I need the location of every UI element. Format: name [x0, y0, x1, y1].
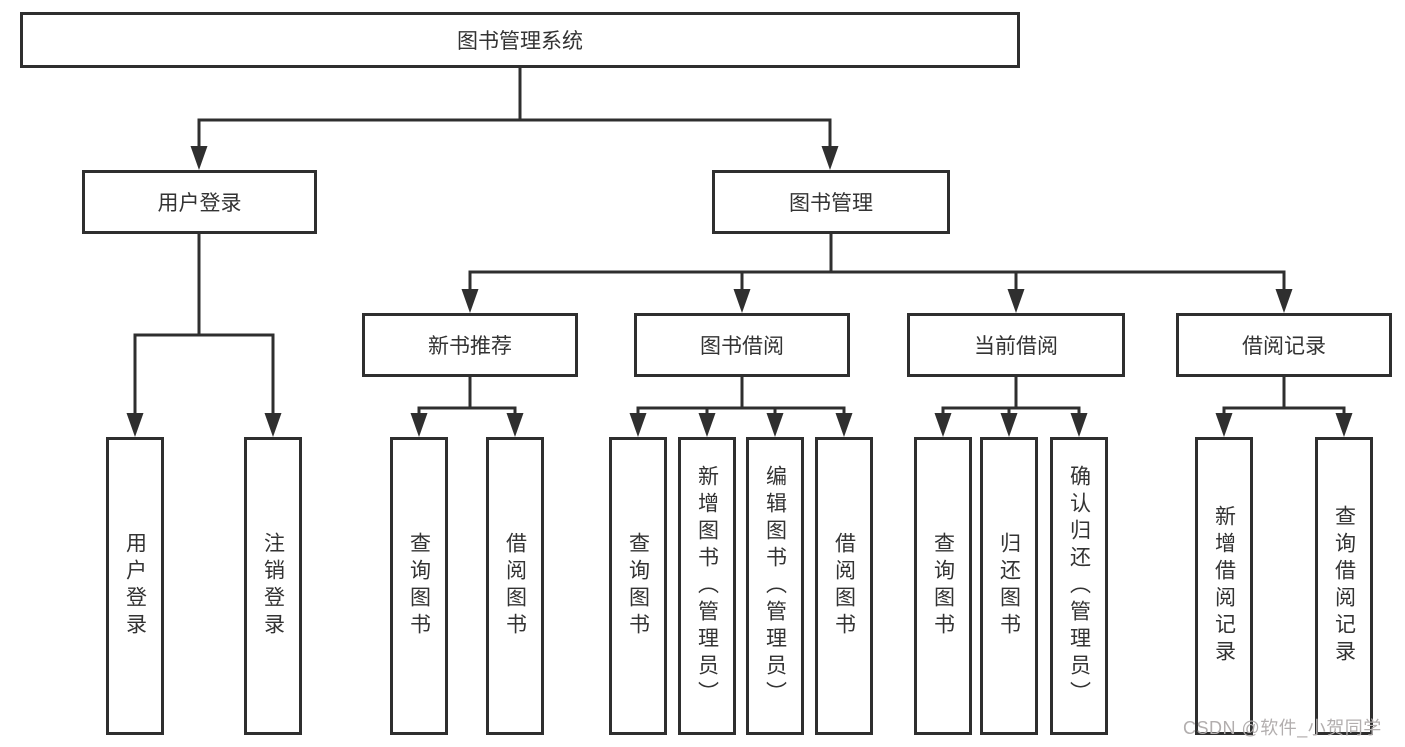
leaf-label: 借阅图书: [832, 532, 856, 640]
leaf-user-login: 用户登录: [106, 437, 164, 735]
node-label: 借阅记录: [1242, 335, 1326, 358]
leaf-query-books-current: 查询图书: [914, 437, 972, 735]
watermark: CSDN @软件_小贺同学: [1183, 718, 1382, 738]
leaf-borrow-books: 借阅图书: [815, 437, 873, 735]
node-current-borrow: 当前借阅: [907, 313, 1125, 377]
arrowheads: [126, 146, 1353, 437]
node-book-borrow: 图书借阅: [634, 313, 850, 377]
leaf-query-books-borrow: 查询图书: [609, 437, 667, 735]
leaf-label: 注销登录: [261, 532, 285, 640]
node-label: 用户登录: [157, 192, 242, 215]
node-new-book-recommend: 新书推荐: [362, 313, 578, 377]
node-borrow-records: 借阅记录: [1176, 313, 1392, 377]
leaf-label: 用户登录: [123, 532, 147, 640]
node-book-management: 图书管理: [712, 170, 950, 234]
node-label: 图书管理: [789, 192, 873, 215]
node-label: 当前借阅: [974, 335, 1058, 358]
leaf-label: 查询图书: [931, 532, 955, 640]
node-user-login: 用户登录: [82, 170, 317, 234]
node-library-management-system: 图书管理系统: [20, 12, 1020, 68]
leaf-label: 查询图书: [626, 532, 650, 640]
leaf-query-books-recommend: 查询图书: [390, 437, 448, 735]
leaf-add-borrow-record: 新增借阅记录: [1195, 437, 1253, 735]
leaf-return-books: 归还图书: [980, 437, 1038, 735]
node-label: 新书推荐: [428, 335, 512, 358]
node-label: 图书管理系统: [457, 30, 583, 53]
leaf-label: 归还图书: [997, 532, 1021, 640]
leaf-borrow-books-recommend: 借阅图书: [486, 437, 544, 735]
leaf-logout-login: 注销登录: [244, 437, 302, 735]
leaf-label: 借阅图书: [503, 532, 527, 640]
leaf-label: 新增图书（管理员）: [695, 464, 719, 708]
leaf-confirm-return-admin: 确认归还（管理员）: [1050, 437, 1108, 735]
leaf-edit-books-admin: 编辑图书（管理员）: [746, 437, 804, 735]
leaf-label: 编辑图书（管理员）: [763, 464, 787, 708]
leaf-add-books-admin: 新增图书（管理员）: [678, 437, 736, 735]
node-label: 图书借阅: [700, 335, 784, 358]
leaf-label: 查询借阅记录: [1332, 505, 1356, 667]
leaf-label: 查询图书: [407, 532, 431, 640]
leaf-label: 确认归还（管理员）: [1067, 464, 1091, 708]
leaf-label: 新增借阅记录: [1212, 505, 1236, 667]
leaf-query-borrow-record: 查询借阅记录: [1315, 437, 1373, 735]
